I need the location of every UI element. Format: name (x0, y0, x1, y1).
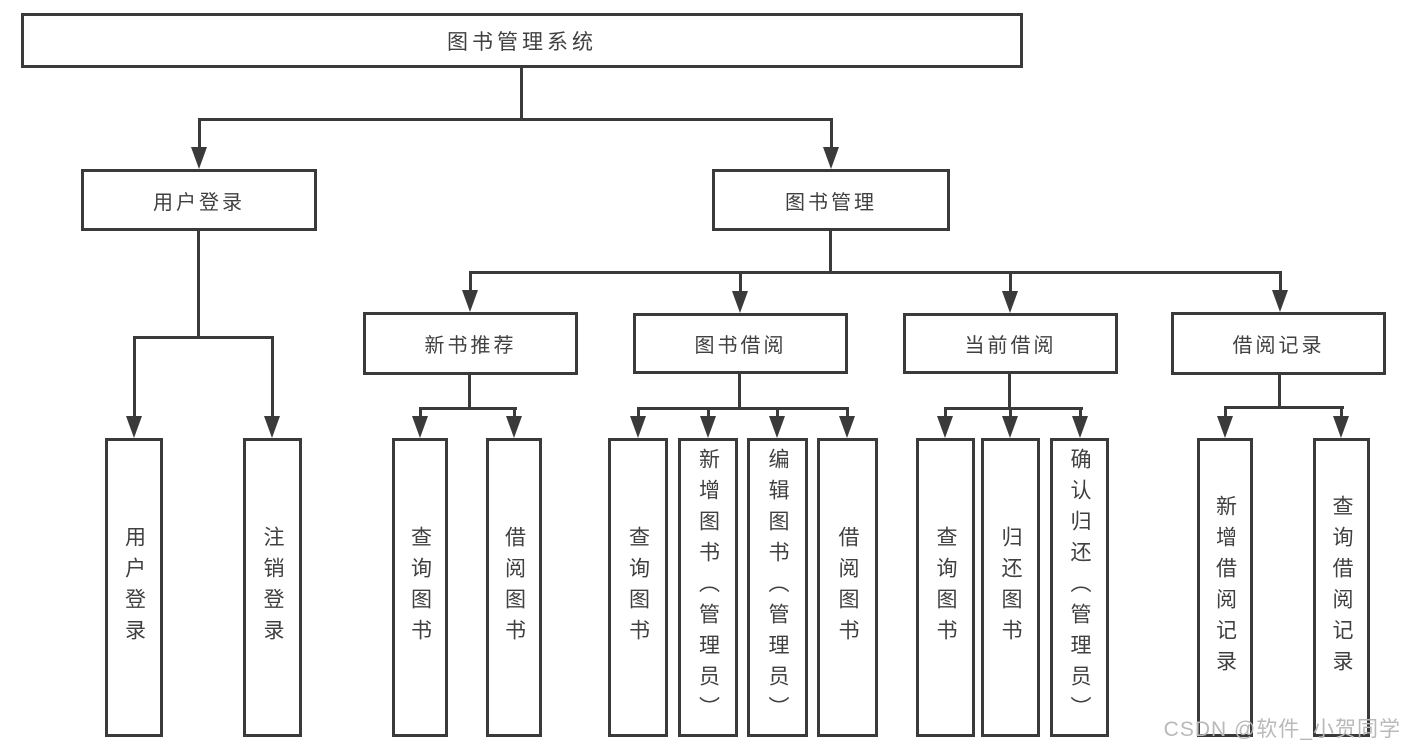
leaf-logout-login: 注销登录 (243, 438, 302, 737)
connector-line (945, 407, 1083, 410)
node-new-book-rec: 新书推荐 (363, 312, 578, 375)
connector-arrow-down (823, 118, 839, 169)
leaf-query-borrow-record: 查询借阅记录 (1313, 438, 1370, 737)
leaf-return-book: 归还图书 (981, 438, 1040, 737)
node-book-borrow: 图书借阅 (633, 313, 848, 374)
connector-arrow-down (937, 407, 953, 438)
connector-line (470, 271, 1282, 274)
connector-arrow-down (506, 407, 522, 438)
leaf-user-login: 用户登录 (105, 438, 163, 737)
connector-arrow-down (1002, 271, 1018, 313)
node-root: 图书管理系统 (21, 13, 1023, 68)
node-borrow-records: 借阅记录 (1171, 312, 1386, 375)
leaf-query-book-current: 查询图书 (916, 438, 975, 737)
connector-line (468, 375, 471, 407)
connector-line (1225, 406, 1344, 409)
connector-line (420, 407, 517, 410)
node-user-login: 用户登录 (81, 169, 317, 231)
leaf-edit-book-admin: 编辑图书（管理员） (747, 438, 808, 737)
connector-line (1008, 374, 1011, 407)
connector-arrow-down (1217, 406, 1233, 438)
connector-arrow-down (700, 407, 716, 438)
connector-line (197, 231, 200, 336)
leaf-borrow-book: 借阅图书 (817, 438, 878, 737)
connector-arrow-down (1272, 271, 1288, 312)
connector-line (738, 374, 741, 407)
connector-line (199, 118, 832, 121)
connector-line (829, 231, 832, 272)
connector-arrow-down (412, 407, 428, 438)
leaf-query-book-borrow: 查询图书 (608, 438, 668, 737)
connector-line (520, 68, 523, 118)
connector-arrow-down (126, 336, 142, 438)
connector-line (1278, 375, 1281, 406)
connector-arrow-down (1333, 406, 1349, 438)
leaf-query-book-rec: 查询图书 (392, 438, 448, 737)
node-book-mgmt: 图书管理 (712, 169, 950, 231)
connector-arrow-down (1072, 407, 1088, 438)
leaf-add-borrow-record: 新增借阅记录 (1197, 438, 1253, 737)
node-current-borrow: 当前借阅 (903, 313, 1118, 374)
connector-line (638, 407, 847, 410)
csdn-watermark: CSDN @软件_小贺同学 (1163, 718, 1401, 741)
connector-arrow-down (1002, 407, 1018, 438)
connector-arrow-down (769, 407, 785, 438)
connector-arrow-down (191, 118, 207, 169)
leaf-borrow-book-rec: 借阅图书 (486, 438, 542, 737)
connector-arrow-down (839, 407, 855, 438)
connector-arrow-down (462, 271, 478, 312)
leaf-add-book-admin: 新增图书（管理员） (678, 438, 738, 737)
connector-arrow-down (732, 271, 748, 313)
connector-arrow-down (630, 407, 646, 438)
connector-arrow-down (264, 336, 280, 438)
leaf-confirm-return-admin: 确认归还（管理员） (1050, 438, 1109, 737)
connector-line (134, 336, 274, 339)
